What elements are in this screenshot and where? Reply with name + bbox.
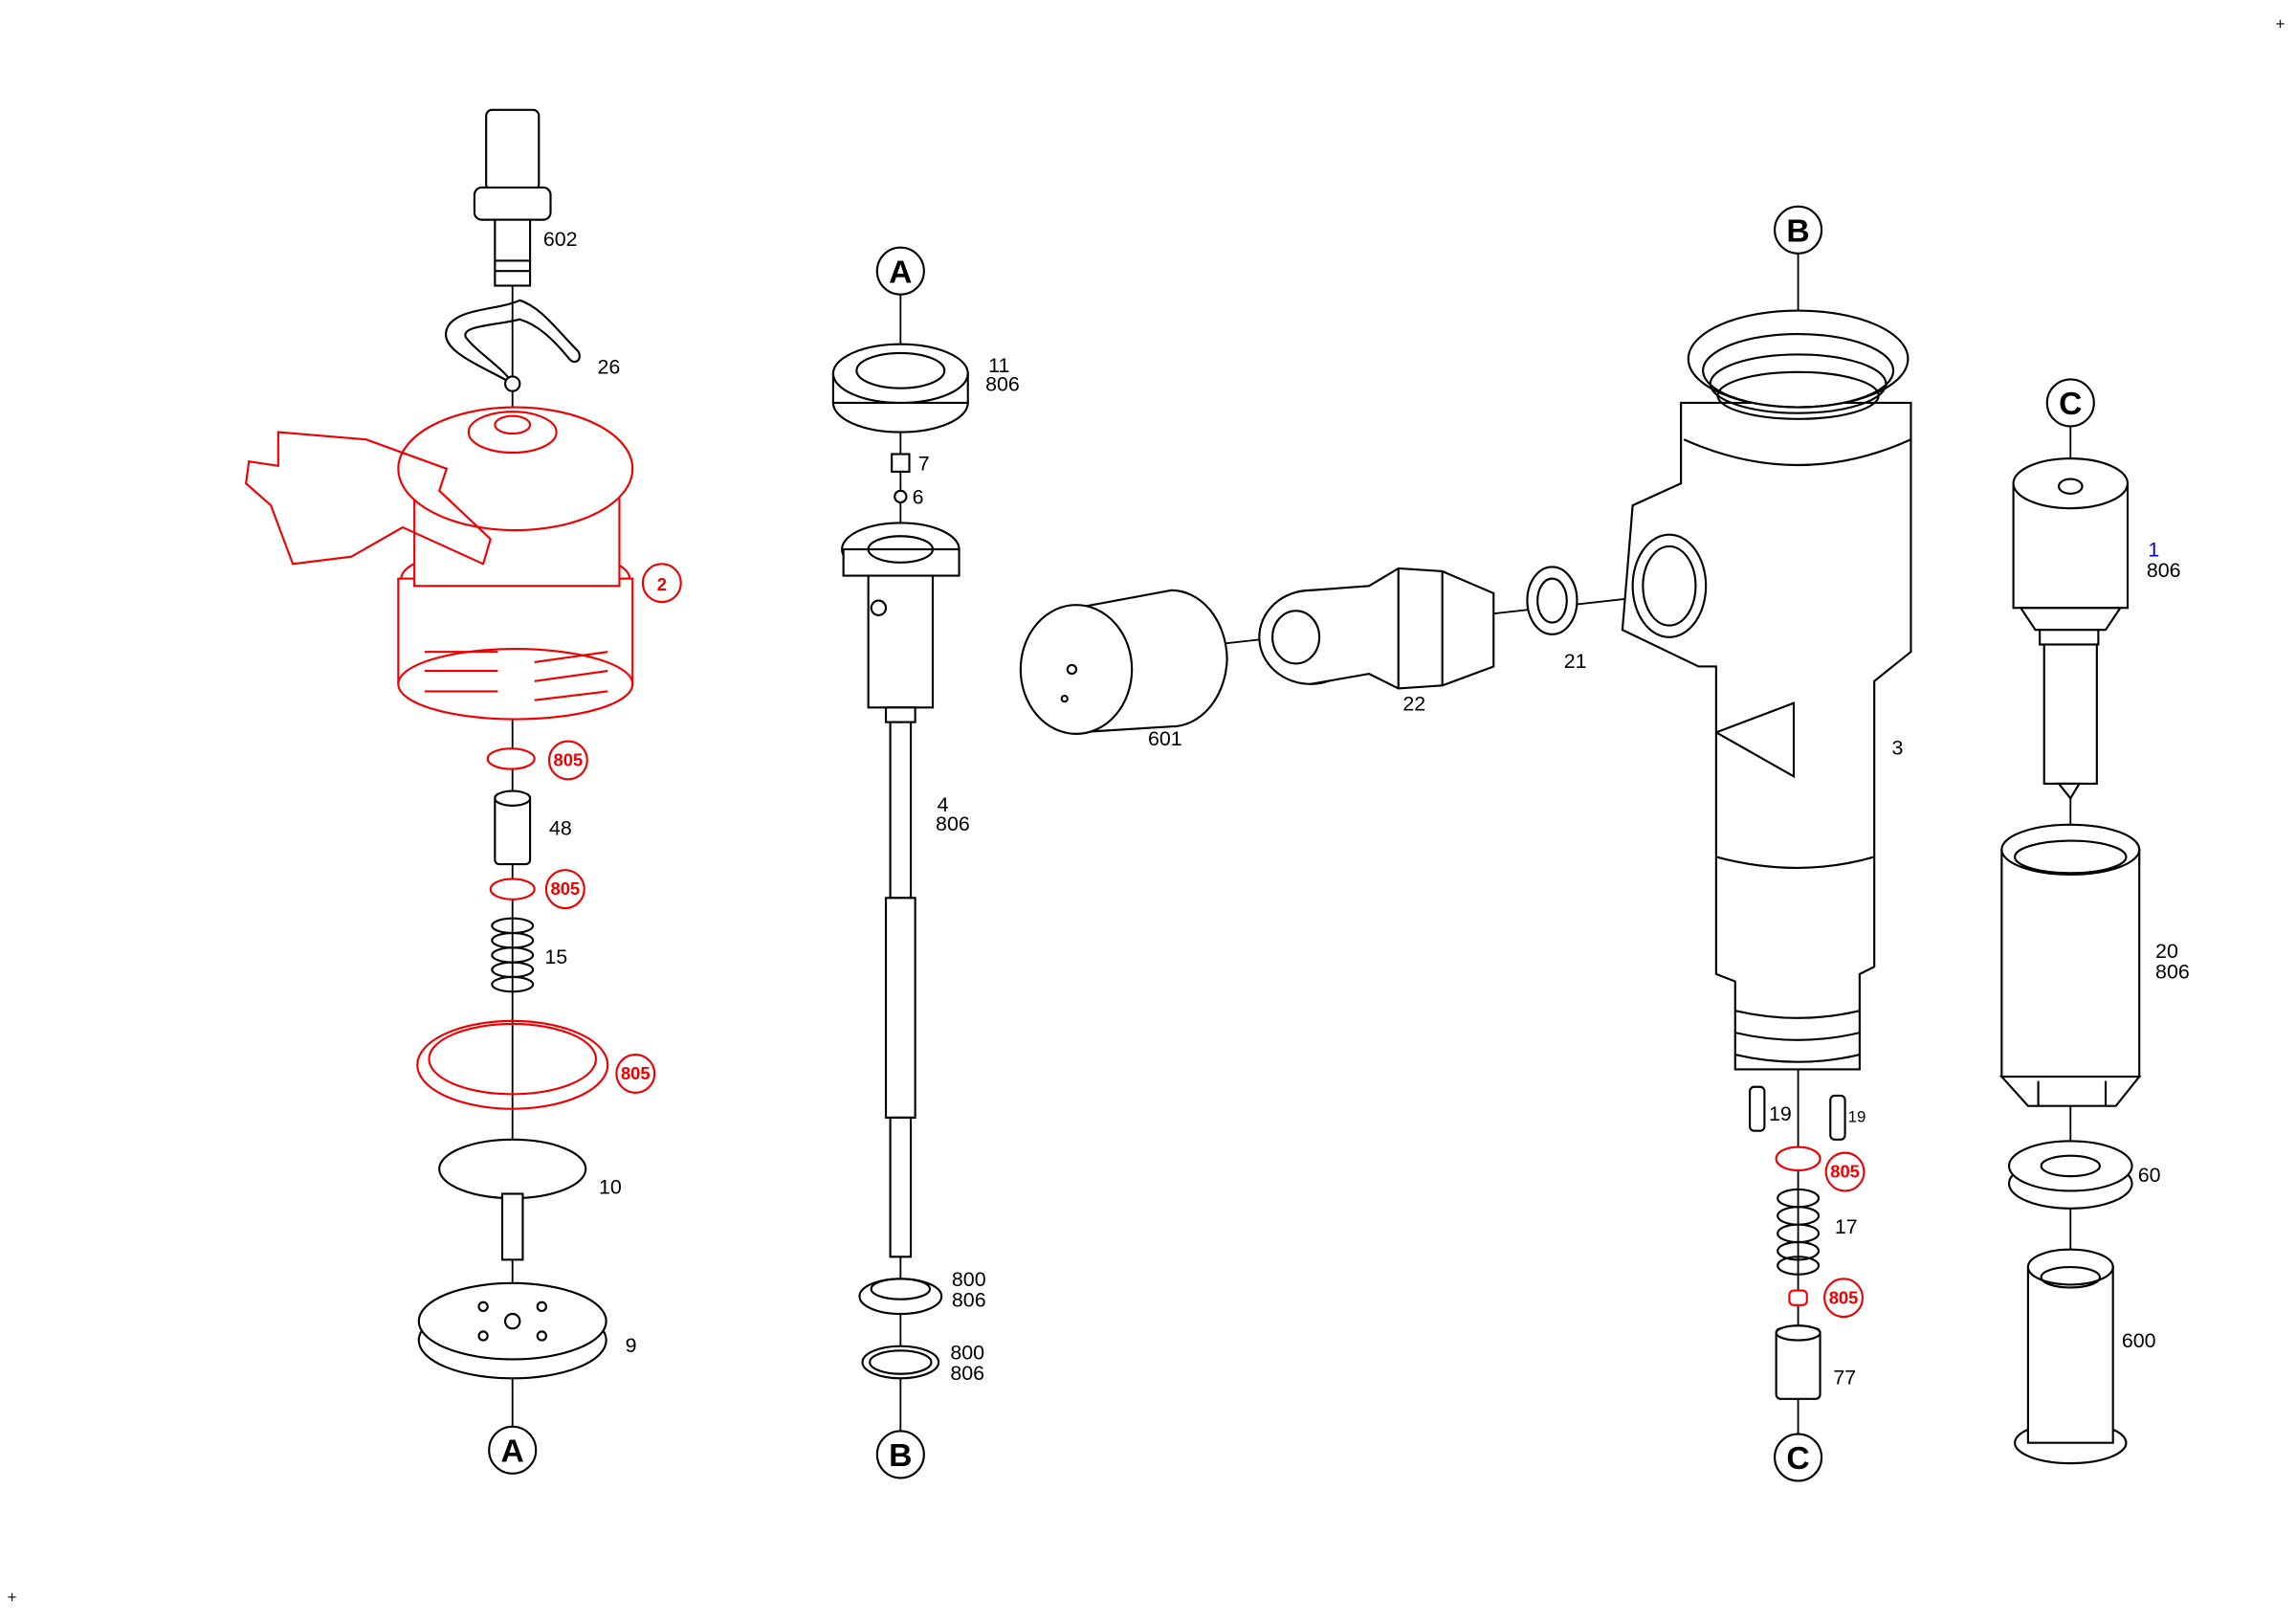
part-11-nut: [831, 343, 969, 434]
label-19-a: 19: [1769, 1102, 1792, 1125]
part-4-valve: [841, 522, 960, 1258]
label-11-806: 806: [985, 373, 1020, 396]
label-2: 2: [657, 574, 667, 594]
column-1-assembly: 602 26 2 805 48 805 15 805 10 9 A: [245, 108, 682, 1475]
callout-b-bottom: B: [889, 1438, 912, 1474]
label-17: 17: [1835, 1215, 1858, 1238]
part-805-ring-b: [489, 878, 536, 900]
part-19-pin-b: [1829, 1094, 1846, 1141]
label-9: 9: [626, 1334, 637, 1357]
label-19-b: 19: [1848, 1107, 1866, 1125]
part-20-nozzle-nut: [1998, 823, 2142, 1107]
corner-mark-top-right: +: [2276, 15, 2285, 33]
label-15: 15: [544, 945, 567, 968]
part-601-cap: [1019, 589, 1228, 735]
label-20-806: 806: [2155, 960, 2190, 983]
label-800-a-806: 806: [952, 1288, 986, 1311]
label-1-806: 806: [2147, 559, 2181, 582]
column-4-assembly: B 3 19 19 805 17 805: [1621, 205, 1912, 1482]
part-1-nozzle: [2012, 457, 2130, 801]
label-4: 4: [938, 793, 949, 816]
label-805-a: 805: [554, 750, 584, 770]
part-800-ring-a: [858, 1278, 943, 1316]
part-10-armature: [438, 1138, 587, 1261]
part-7-pin: [891, 453, 911, 473]
part-800-ring-b: [861, 1345, 940, 1380]
label-805-b: 805: [1829, 1287, 1859, 1307]
label-48: 48: [549, 816, 572, 839]
part-9-plate: [417, 1281, 607, 1380]
column-5-assembly: C 1 806 20 806 60 6: [1998, 378, 2190, 1465]
part-805-washer: [1775, 1145, 1821, 1172]
label-800-a: 800: [952, 1268, 986, 1291]
label-600: 600: [2122, 1329, 2156, 1352]
label-26: 26: [597, 355, 620, 378]
label-602: 602: [543, 228, 578, 251]
part-17-spring: [1777, 1188, 1821, 1276]
part-19-pin-a: [1749, 1085, 1766, 1132]
label-20: 20: [2155, 940, 2178, 963]
callout-a-top: A: [889, 255, 912, 290]
part-2-solenoid-red: [245, 406, 634, 721]
column-3-assembly: 601 22 21: [1019, 566, 1677, 750]
corner-mark-bottom-left: +: [8, 1589, 17, 1607]
label-800-b: 800: [950, 1341, 984, 1364]
callout-c-top: C: [2059, 387, 2082, 422]
label-60: 60: [2138, 1164, 2161, 1187]
label-3: 3: [1892, 736, 1904, 759]
part-805-ring-c: [416, 1019, 609, 1110]
callout-b-top: B: [1786, 214, 1809, 250]
part-602-connector: [473, 108, 552, 287]
part-805-shim: [1788, 1289, 1808, 1306]
callout-c-bottom: C: [1786, 1441, 1809, 1477]
label-805-b: 805: [550, 878, 580, 899]
label-805-a: 805: [1830, 1162, 1860, 1182]
label-77: 77: [1833, 1366, 1856, 1389]
part-6-ball: [894, 489, 908, 504]
label-11: 11: [988, 354, 1009, 377]
part-600-tool: [2014, 1248, 2128, 1465]
label-22: 22: [1402, 692, 1425, 715]
column-2-assembly: A 11 806 7 6 4 806 800 806: [831, 246, 1020, 1479]
callout-a-bottom: A: [501, 1434, 524, 1470]
label-1[interactable]: 1: [2148, 539, 2159, 562]
part-21-washer: [1526, 566, 1578, 635]
label-7: 7: [918, 452, 930, 475]
part-15-spring: [491, 917, 535, 993]
label-601: 601: [1148, 727, 1182, 750]
part-805-ring-a: [486, 747, 536, 770]
label-4-806: 806: [936, 812, 970, 835]
label-21: 21: [1564, 650, 1587, 673]
label-800-b-806: 806: [950, 1362, 984, 1385]
label-6: 6: [913, 486, 924, 509]
part-3-injector-body: [1621, 309, 1912, 1071]
label-10: 10: [599, 1175, 622, 1198]
label-805-c: 805: [621, 1063, 651, 1083]
part-26-clip: [444, 299, 581, 385]
part-22-fitting: [1258, 567, 1495, 690]
